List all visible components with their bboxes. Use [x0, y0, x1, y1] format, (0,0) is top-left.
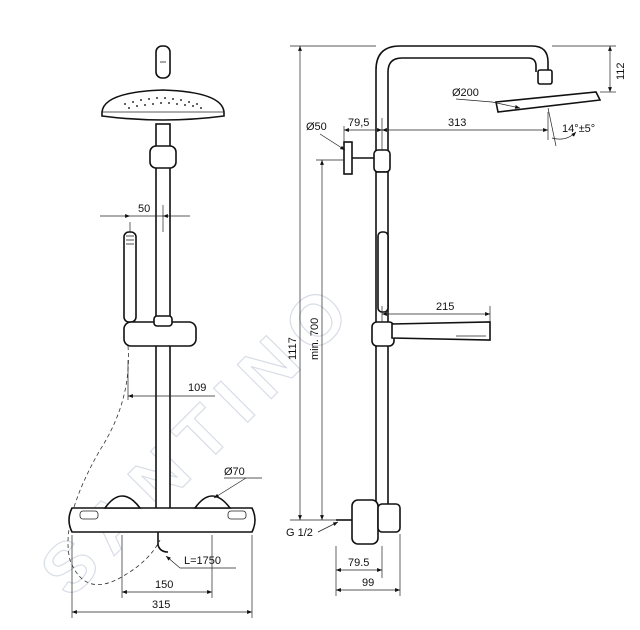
dim-depth: 99	[362, 577, 374, 589]
dim-slider-offset: 109	[188, 382, 206, 394]
dim-arm-length: 313	[448, 117, 466, 129]
head-shower-side	[495, 91, 602, 113]
side-view-dimensions: 1117 min. 700 112 Ø200 Ø50 79,5 313 14°±…	[286, 45, 627, 596]
hose	[67, 345, 161, 585]
side-thermostat	[351, 499, 379, 545]
dim-head-height: 112	[615, 62, 627, 80]
front-view-dimensions: 50 109 Ø70 L=1750 150 315	[71, 203, 262, 618]
dim-min-height: min. 700	[309, 318, 321, 360]
upper-holder	[149, 145, 177, 169]
dim-hand-shower-length: 215	[436, 301, 454, 313]
side-slider	[371, 321, 395, 347]
dim-handle-diameter: Ø70	[224, 466, 245, 478]
thermostatic-mixer	[68, 507, 256, 533]
handle-right	[193, 495, 232, 509]
upper-wall-rosette	[343, 141, 353, 175]
shower-arm	[375, 45, 549, 160]
dim-connection-thread: G 1/2	[286, 527, 313, 539]
handle-left	[103, 495, 142, 509]
dim-tilt-angle: 14°±5°	[562, 123, 595, 135]
dim-wall-offset-top: 79,5	[348, 117, 369, 129]
side-view	[336, 45, 602, 545]
front-view	[67, 45, 256, 585]
head-shower-nozzles	[124, 97, 202, 109]
dim-hose-length: L=1750	[184, 555, 221, 567]
dim-head-diameter: Ø200	[452, 87, 479, 99]
dim-mixer-width: 315	[152, 599, 170, 611]
dim-total-height: 1117	[287, 337, 299, 360]
dim-hand-shower-offset: 50	[138, 203, 150, 215]
head-shower-disc	[101, 89, 225, 121]
dim-rosette-diameter: Ø50	[306, 121, 327, 133]
dim-center-distance: 150	[155, 579, 173, 591]
dim-wall-offset-bottom: 79.5	[348, 557, 369, 569]
side-hand-shower	[377, 231, 389, 313]
hand-shower	[123, 231, 137, 323]
